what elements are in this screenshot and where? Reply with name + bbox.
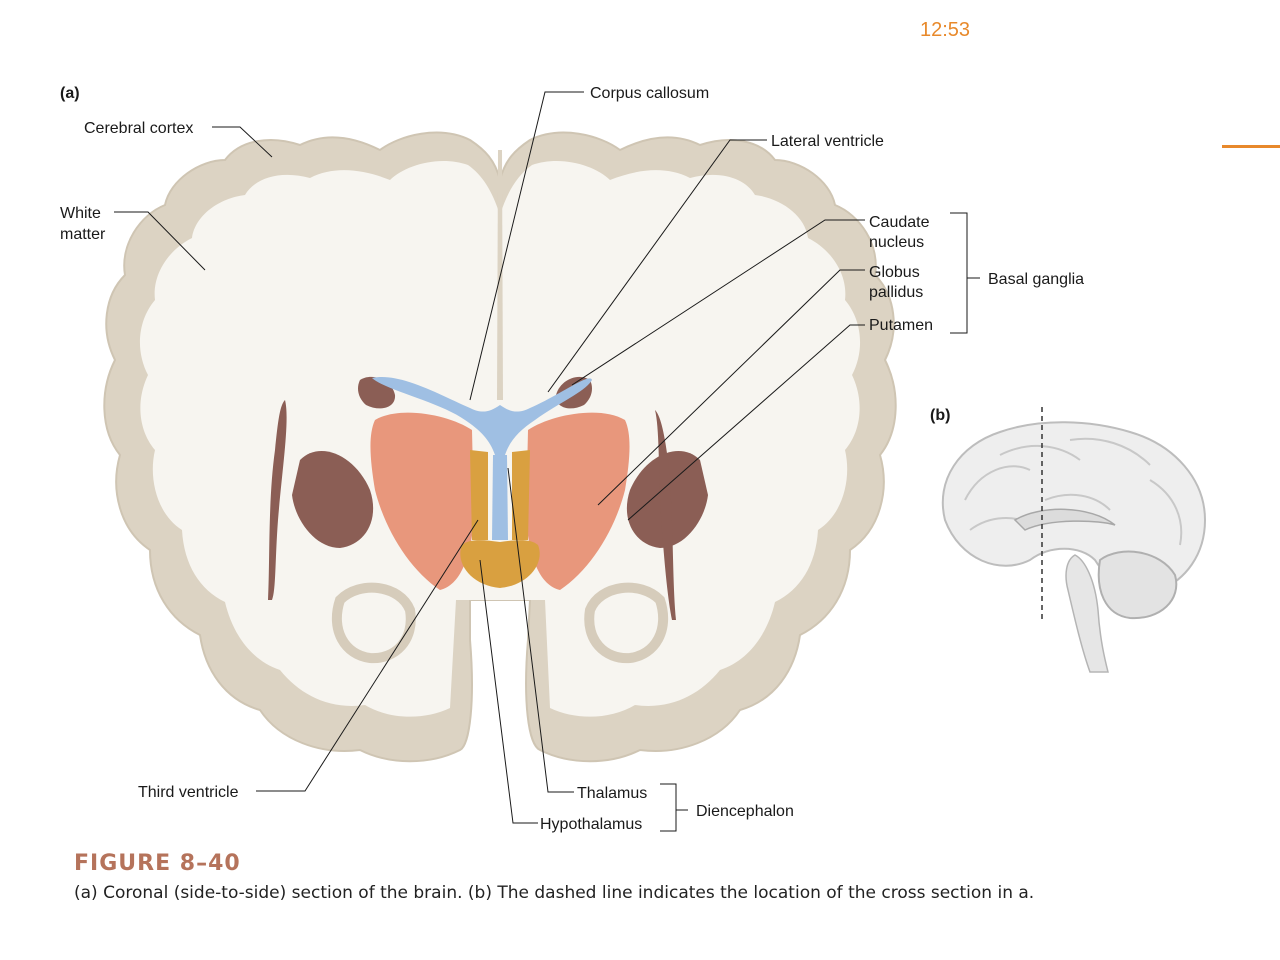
- insula-strip-left: [268, 400, 287, 600]
- leader-lines: [114, 91, 980, 832]
- panel-label-b: (b): [930, 407, 950, 424]
- sagittal-cerebellum: [1097, 550, 1178, 620]
- label-basal-ganglia: Basal ganglia: [988, 271, 1084, 288]
- label-diencephalon: Diencephalon: [696, 803, 794, 820]
- label-caudate-line2: nucleus: [869, 234, 924, 251]
- clock-time: 12:53: [920, 19, 971, 41]
- label-third-ventricle: Third ventricle: [138, 784, 239, 801]
- label-globus-line2: pallidus: [869, 284, 923, 301]
- basal-ganglia-left: [292, 451, 374, 548]
- label-cerebral-cortex: Cerebral cortex: [84, 120, 193, 137]
- sagittal-brainstem: [1065, 554, 1109, 673]
- figure-caption: (a) Coronal (side-to-side) section of th…: [74, 883, 1035, 903]
- temporal-lobe-right: [584, 582, 669, 664]
- hypothalamus-shape: [470, 450, 530, 540]
- insula-strip-right: [655, 410, 676, 620]
- sagittal-brain: [941, 407, 1207, 673]
- lateral-ventricle-shape: [372, 377, 592, 455]
- panel-label-a: (a): [60, 85, 80, 102]
- temporal-lobe-left: [331, 582, 416, 664]
- label-lateral-ventricle: Lateral ventricle: [771, 133, 884, 150]
- label-putamen: Putamen: [869, 317, 933, 334]
- sagittal-corpus-callosum: [1013, 508, 1116, 531]
- sagittal-cerebrum: [941, 421, 1207, 593]
- thalamus-shape: [370, 412, 630, 590]
- accent-bar: [1222, 145, 1280, 148]
- label-hypothalamus: Hypothalamus: [540, 816, 642, 833]
- label-white-matter-line1: White: [60, 205, 101, 222]
- figure-title: FIGURE 8–40: [74, 851, 241, 876]
- hypothalamus-base: [460, 540, 540, 588]
- coronal-section: [103, 131, 897, 763]
- label-caudate-line1: Caudate: [869, 214, 930, 231]
- label-thalamus: Thalamus: [577, 785, 647, 802]
- label-white-matter-line2: matter: [60, 226, 106, 243]
- label-corpus-callosum: Corpus callosum: [590, 85, 709, 102]
- label-globus-line1: Globus: [869, 264, 920, 281]
- third-ventricle-shape: [492, 455, 508, 540]
